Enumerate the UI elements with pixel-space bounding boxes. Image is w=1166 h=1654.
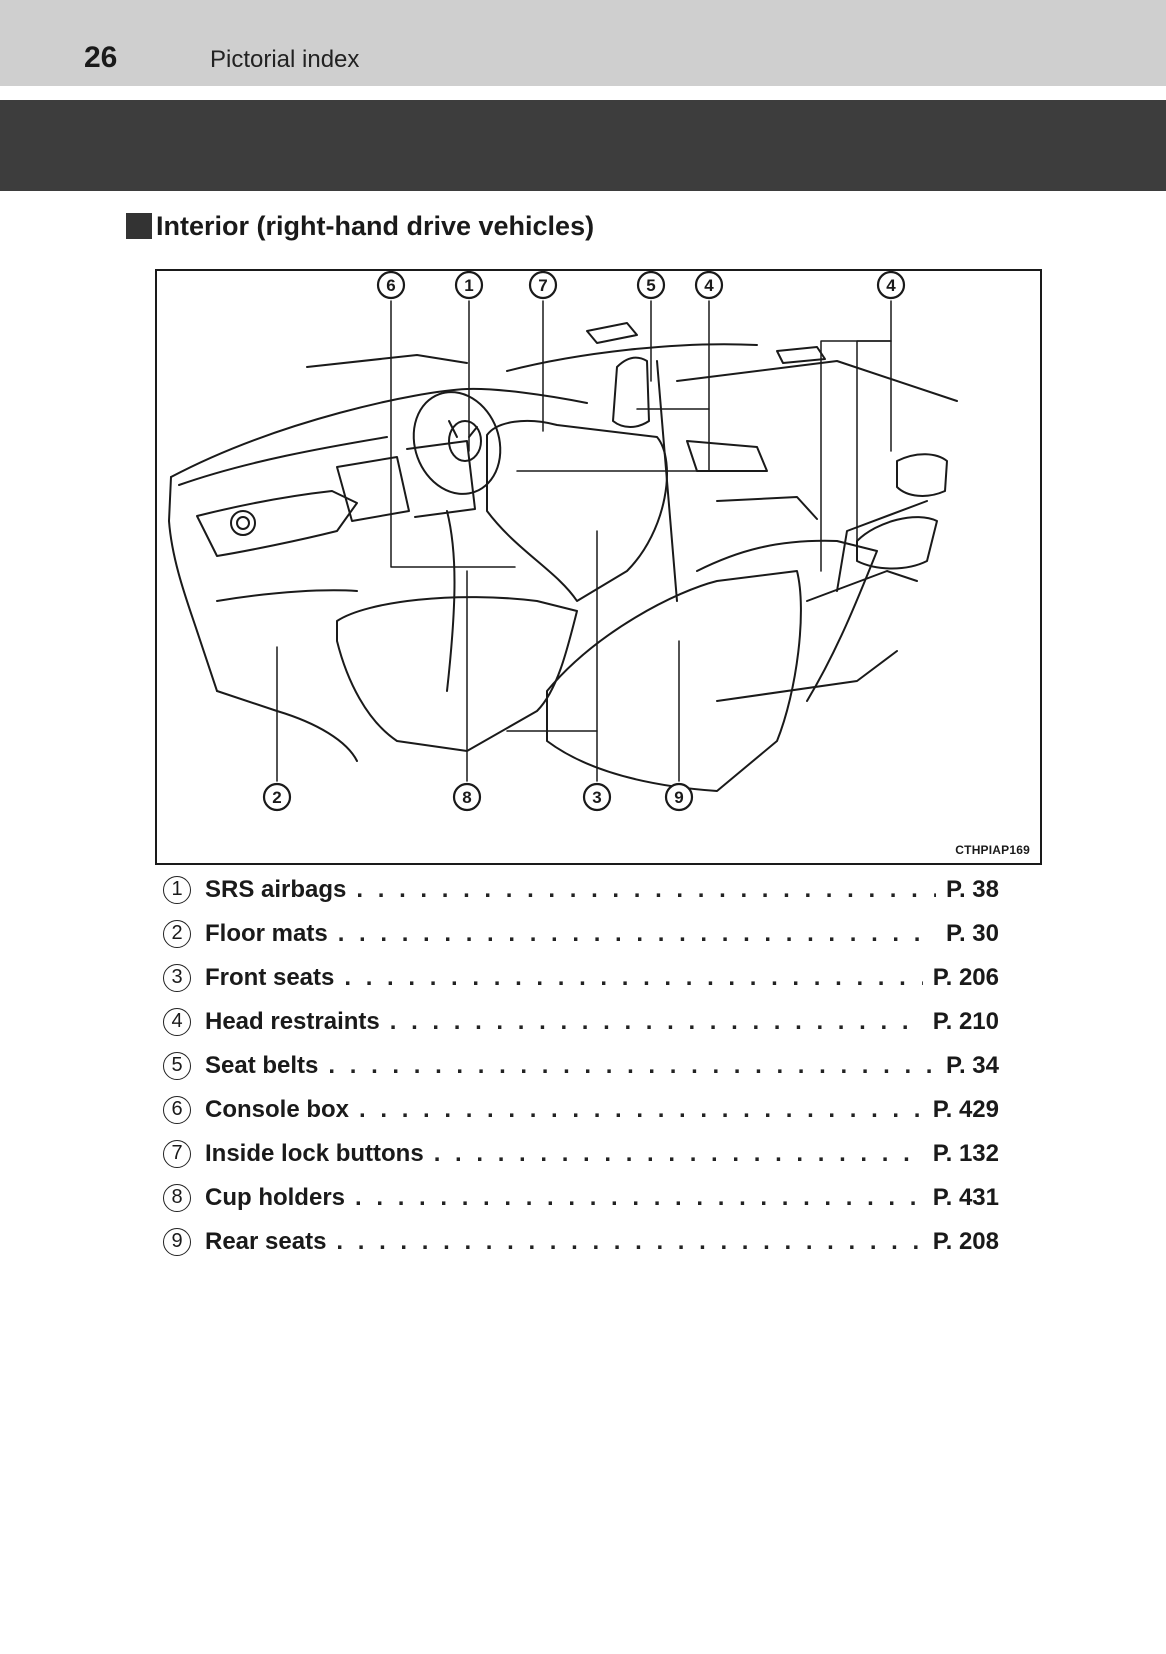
header-bar <box>0 0 1166 86</box>
legend-number: 6 <box>163 1096 191 1124</box>
legend-label: Seat belts <box>205 1052 319 1079</box>
section-band <box>0 100 1166 191</box>
legend-page-ref[interactable]: P. 34 <box>946 1052 999 1079</box>
dot-leader <box>390 1008 923 1036</box>
callout-9: 9 <box>674 788 683 807</box>
legend-item: 4 Head restraints P. 210 <box>163 1000 999 1044</box>
callout-6: 6 <box>386 276 395 295</box>
legend-label: Floor mats <box>205 920 328 947</box>
heading-square-icon <box>126 213 152 239</box>
legend-number: 3 <box>163 964 191 992</box>
callout-4-right: 4 <box>886 276 896 295</box>
legend-label: Console box <box>205 1096 350 1123</box>
dot-leader <box>338 920 936 948</box>
legend-label: SRS airbags <box>205 876 347 903</box>
page-number: 26 <box>84 41 118 74</box>
legend-page-ref[interactable]: P. 30 <box>946 920 999 947</box>
legend-number: 7 <box>163 1140 191 1168</box>
dot-leader <box>328 1052 936 1080</box>
section-heading: Interior (right-hand drive vehicles) <box>126 211 594 241</box>
callout-1: 1 <box>464 276 473 295</box>
dot-leader <box>356 876 936 904</box>
legend-item: 9 Rear seats P. 208 <box>163 1220 999 1264</box>
legend-page-ref[interactable]: P. 431 <box>932 1184 999 1211</box>
dot-leader <box>344 964 922 992</box>
legend-item: 7 Inside lock buttons P. 132 <box>163 1132 999 1176</box>
callout-3: 3 <box>592 788 601 807</box>
dashboard-outline <box>168 354 588 762</box>
legend-page-ref[interactable]: P. 429 <box>932 1096 999 1123</box>
legend-page-ref[interactable]: P. 38 <box>946 876 999 903</box>
legend-list: 1 SRS airbags P. 38 2 Floor mats P. 30 3… <box>163 868 999 1264</box>
legend-item: 3 Front seats P. 206 <box>163 956 999 1000</box>
dot-leader <box>355 1184 923 1212</box>
legend-number: 9 <box>163 1228 191 1256</box>
legend-page-ref[interactable]: P. 208 <box>932 1228 999 1255</box>
callout-5: 5 <box>646 276 655 295</box>
legend-number: 1 <box>163 876 191 904</box>
figure-code: CTHPIAP169 <box>955 843 1030 857</box>
legend-item: 8 Cup holders P. 431 <box>163 1176 999 1220</box>
legend-label: Head restraints <box>205 1008 380 1035</box>
callout-7: 7 <box>538 276 547 295</box>
legend-number: 4 <box>163 1008 191 1036</box>
callout-4-left: 4 <box>704 276 714 295</box>
interior-drawing: 6 1 7 5 4 4 2 8 3 9 <box>168 271 958 812</box>
legend-number: 2 <box>163 920 191 948</box>
legend-label: Front seats <box>205 964 335 991</box>
dot-leader <box>359 1096 923 1124</box>
interior-illustration: 6 1 7 5 4 4 2 8 3 9 CTHPIAP169 <box>155 269 1042 865</box>
legend-item: 2 Floor mats P. 30 <box>163 912 999 956</box>
header-title: Pictorial index <box>210 46 360 73</box>
legend-label: Rear seats <box>205 1228 327 1255</box>
legend-item: 6 Console box P. 429 <box>163 1088 999 1132</box>
dot-leader <box>434 1140 923 1168</box>
callout-8: 8 <box>462 788 471 807</box>
driver-seat <box>336 356 668 752</box>
section-heading-text: Interior (right-hand drive vehicles) <box>156 211 595 241</box>
legend-item: 1 SRS airbags P. 38 <box>163 868 999 912</box>
legend-label: Cup holders <box>205 1184 346 1211</box>
legend-page-ref[interactable]: P. 210 <box>932 1008 999 1035</box>
rear-seat <box>546 453 948 792</box>
legend-label: Inside lock buttons <box>205 1140 424 1167</box>
dot-leader <box>336 1228 922 1256</box>
callout-2: 2 <box>272 788 281 807</box>
legend-page-ref[interactable]: P. 206 <box>932 964 999 991</box>
callout-markers <box>262 271 906 812</box>
legend-item: 5 Seat belts P. 34 <box>163 1044 999 1088</box>
legend-page-ref[interactable]: P. 132 <box>932 1140 999 1167</box>
legend-number: 8 <box>163 1184 191 1212</box>
steering-wheel <box>412 391 502 495</box>
callout-leaders <box>276 300 892 782</box>
legend-number: 5 <box>163 1052 191 1080</box>
door-panels <box>506 322 958 602</box>
